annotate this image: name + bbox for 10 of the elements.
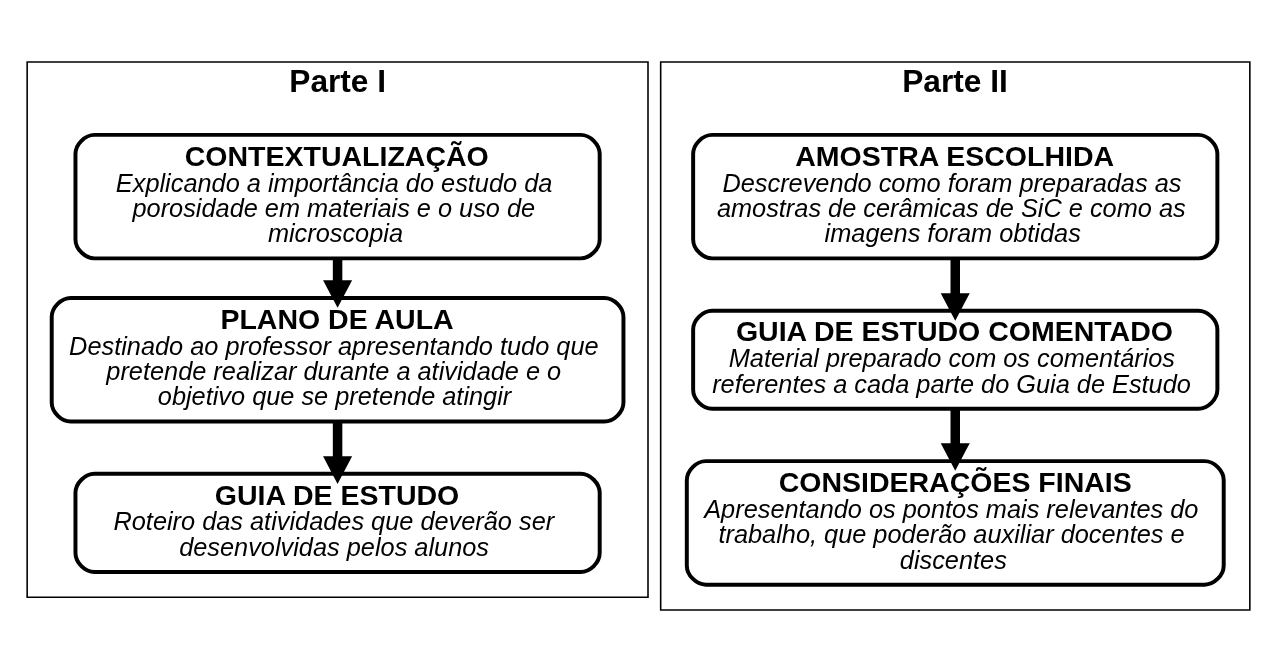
node-box: CONTEXTUALIZAÇÃO Explicando a importância do estudo da porosidade em materiais e o uso de microscopia: [73, 132, 602, 260]
node-box: AMOSTRA ESCOLHIDA Descrevendo como foram preparadas as amostras de cerâmicas de SiC e como as imagens foram obtidas: [691, 132, 1220, 260]
node-box: GUIA DE ESTUDO COMENTADO Material preparado com os comentários referentes a cada parte do Guia de Estudo: [691, 308, 1220, 411]
node-box: GUIA DE ESTUDO Roteiro das atividades que deverão ser desenvolvidas pelos alunos: [73, 471, 602, 574]
node-box: CONSIDERAÇÕES FINAIS Apresentando os pontos mais relevantes do trabalho, que poderão auxiliar docentes e discentes: [684, 458, 1226, 587]
node-box: PLANO DE AULA Destinado ao professor apresentando tudo que pretende realizar durante a atividade e o objetivo que se pretende atingir: [49, 295, 626, 423]
arrow: [940, 258, 970, 321]
arrow: [323, 258, 353, 308]
arrow: [940, 408, 970, 471]
arrow: [323, 421, 353, 484]
